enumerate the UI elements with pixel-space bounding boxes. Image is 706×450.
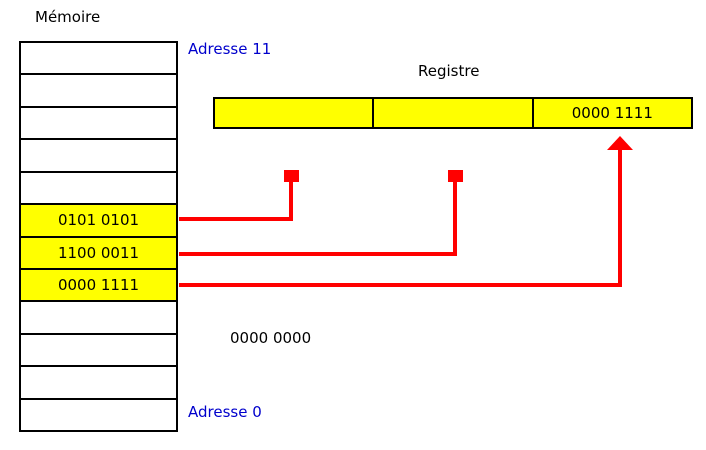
- memory-cell: [21, 334, 176, 368]
- memory-cell: [21, 399, 176, 431]
- connector-c-horizontal: [179, 283, 622, 287]
- memory-cell: [21, 140, 176, 173]
- connector-a-horizontal: [179, 217, 293, 221]
- memory-cell: [21, 172, 176, 206]
- memory-cell: [21, 43, 176, 76]
- binary-annotation: 0000 0000: [230, 329, 312, 347]
- register: 0000 1111: [213, 97, 693, 129]
- memory-cell: 1100 0011: [21, 237, 176, 270]
- memory-title: Mémoire: [35, 8, 101, 26]
- address-bottom-label: Adresse 0: [188, 403, 262, 421]
- register-title: Registre: [418, 62, 480, 80]
- register-cell: [372, 99, 532, 127]
- connector-b-horizontal: [179, 252, 457, 256]
- memory-cell: [21, 75, 176, 108]
- connector-b-end-square-icon: [448, 170, 463, 182]
- connector-a-end-square-icon: [284, 170, 299, 182]
- address-top-label: Adresse 11: [188, 40, 272, 58]
- register-cell: 0000 1111: [531, 99, 691, 127]
- connector-c-vertical: [618, 148, 622, 287]
- memory-cell: 0000 1111: [21, 269, 176, 303]
- memory-cell: 0101 0101: [21, 205, 176, 238]
- connector-b-vertical: [453, 181, 457, 256]
- connector-a-vertical: [289, 181, 293, 221]
- register-cell: [215, 99, 373, 127]
- memory-cell: [21, 107, 176, 141]
- up-arrow-icon: [607, 136, 633, 150]
- memory-cell: [21, 367, 176, 400]
- memory-cell: [21, 302, 176, 335]
